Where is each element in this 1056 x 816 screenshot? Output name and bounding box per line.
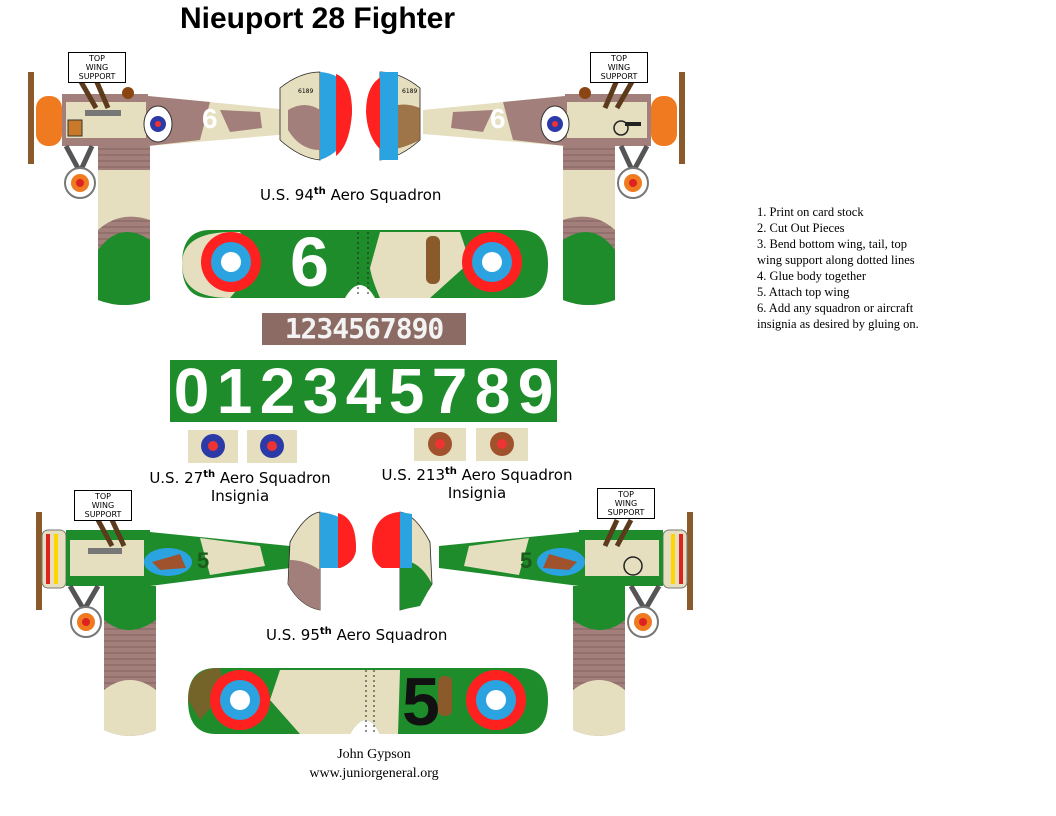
fuselage-number-94-left: 6 <box>202 103 218 134</box>
big-number-3: 3 <box>299 360 342 422</box>
caption-213th: U.S. 213th Aero Squadron Insignia <box>381 466 573 502</box>
author-name: John Gypson <box>337 747 411 762</box>
tail-95 <box>287 511 433 611</box>
instruction-line: wing support along dotted lines <box>757 253 915 267</box>
top-wing-95 <box>188 668 548 734</box>
tail-serial-right: 6189 <box>402 88 418 95</box>
page-title: Nieuport 28 Fighter <box>180 2 456 35</box>
big-number-8: 8 <box>471 360 514 422</box>
fuselage-94-right <box>423 72 685 305</box>
insignia-27-icons <box>188 430 297 463</box>
instruction-line: 4. Glue body together <box>757 269 867 283</box>
instruction-line: 1. Print on card stock <box>757 205 864 219</box>
big-number-2: 2 <box>256 360 299 422</box>
credit: John Gypson www.juniorgeneral.org <box>254 745 494 783</box>
instruction-line: insignia as desired by gluing on. <box>757 317 919 331</box>
caption-94th: U.S. 94th Aero Squadron <box>260 186 442 204</box>
fuselage-94-left <box>28 72 290 305</box>
top-wing-number-95: 5 <box>402 664 440 740</box>
big-number-0: 0 <box>170 360 213 422</box>
fuselage-95-left <box>36 512 290 736</box>
top-wing-support-label-94-left: TOP WING SUPPORT <box>68 52 126 83</box>
fuselage-95-right <box>439 512 693 736</box>
insignia-213-icons <box>414 428 528 461</box>
big-number-strip: 0 1 2 3 4 5 7 8 9 <box>170 360 557 422</box>
big-number-4: 4 <box>342 360 385 422</box>
top-wing-94 <box>182 230 548 298</box>
top-wing-number-94: 6 <box>290 223 329 301</box>
big-number-9: 9 <box>514 360 557 422</box>
caption-95th: U.S. 95th Aero Squadron <box>266 626 448 644</box>
small-number-strip: 1234567890 <box>262 313 466 345</box>
top-wing-support-label-95-left: TOP WING SUPPORT <box>74 490 132 521</box>
caption-27th: U.S. 27th Aero Squadron Insignia <box>149 469 331 505</box>
tail-94 <box>279 71 421 161</box>
instructions-list: 1. Print on card stock 2. Cut Out Pieces… <box>757 204 987 332</box>
fuselage-number-95-right: 5 <box>520 548 533 573</box>
website-link[interactable]: www.juniorgeneral.org <box>309 766 439 781</box>
big-number-5: 5 <box>385 360 428 422</box>
big-number-7: 7 <box>428 360 471 422</box>
instruction-line: 5. Attach top wing <box>757 285 850 299</box>
fuselage-number-95-left: 5 <box>197 548 210 573</box>
top-wing-support-label-94-right: TOP WING SUPPORT <box>590 52 648 83</box>
instruction-line: 2. Cut Out Pieces <box>757 221 845 235</box>
big-number-1: 1 <box>213 360 256 422</box>
instruction-line: 3. Bend bottom wing, tail, top <box>757 237 907 251</box>
tail-serial-left: 6189 <box>298 88 314 95</box>
instruction-line: 6. Add any squadron or aircraft <box>757 301 914 315</box>
top-wing-support-label-95-right: TOP WING SUPPORT <box>597 488 655 519</box>
fuselage-number-94-right: 6 <box>490 103 506 134</box>
